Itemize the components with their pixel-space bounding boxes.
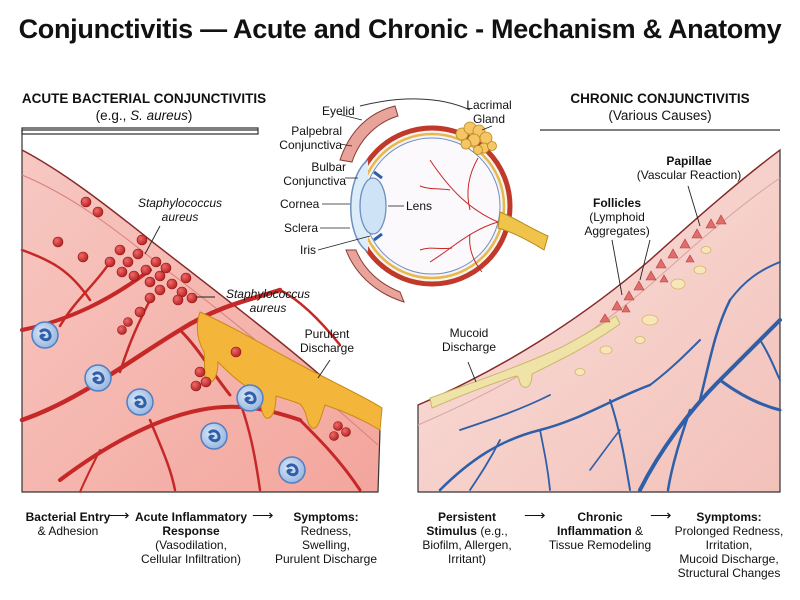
chronic-subheading: (Various Causes) (608, 108, 712, 123)
acute-flow-arrow-2: ⟶ (252, 507, 274, 524)
page-title: Conjunctivitis — Acute and Chronic - Mec… (18, 14, 782, 44)
label-follicles: Follicles (Lymphoid Aggregates) (584, 196, 650, 238)
lacrimal-gland (455, 121, 497, 155)
label-lens: Lens (406, 199, 433, 213)
label-bulbar-conjunctiva: Bulbar Conjunctiva (283, 160, 346, 188)
mucoid-discharge (429, 315, 621, 409)
chronic-heading: CHRONIC CONJUNCTIVITIS (570, 91, 750, 106)
acute-subheading: (e.g., S. aureus) (95, 108, 193, 123)
label-sclera: Sclera (284, 221, 319, 235)
acute-heading-block: ACUTE BACTERIAL CONJUNCTIVITIS (e.g., S.… (18, 90, 270, 124)
label-staphylococcus-2: Staphylococcus aureus (225, 287, 311, 315)
acute-flow-step-3: Symptoms: Redness, Swelling, Purulent Di… (274, 510, 378, 566)
label-purulent-discharge: Purulent Discharge (299, 327, 355, 355)
staphylococcus-bacteria (52, 196, 351, 441)
acute-tissue-panel (19, 127, 383, 493)
acute-heading: ACUTE BACTERIAL CONJUNCTIVITIS (21, 91, 267, 106)
chronic-flow-arrow-2: ⟶ (650, 507, 672, 524)
acute-flow-arrow-1: ⟶ (108, 507, 130, 524)
eye-cross-section (317, 98, 549, 303)
chronic-blood-vessels (438, 261, 782, 492)
label-eyelid: Eyelid (322, 104, 355, 118)
label-cornea: Cornea (280, 197, 320, 211)
label-mucoid-discharge: Mucoid Discharge (441, 326, 497, 354)
chronic-heading-block: CHRONIC CONJUNCTIVITIS (Various Causes) (545, 90, 775, 124)
chronic-tissue-panel (417, 129, 782, 493)
label-iris: Iris (300, 243, 316, 257)
label-papillae: Papillae (Vascular Reaction) (636, 154, 742, 182)
chronic-flow-step-3: Symptoms: Prolonged Redness, Irritation,… (674, 510, 784, 580)
acute-flow-step-2: Acute Inflammatory Response (Vasodilatio… (134, 510, 248, 566)
label-palpebral-conjunctiva: Palpebral Conjunctiva (279, 124, 342, 152)
chronic-flow-arrow-1: ⟶ (524, 507, 546, 524)
acute-flow-step-1: Bacterial Entry & Adhesion (25, 510, 111, 538)
label-staphylococcus-1: Staphylococcus aureus (137, 196, 223, 224)
follicles-papillae (574, 214, 727, 376)
neutrophil-cells (31, 321, 306, 484)
chronic-flow-step-2: Chronic Inflammation & Tissue Remodeling (548, 510, 652, 552)
label-lacrimal-gland: Lacrimal Gland (466, 98, 512, 126)
chronic-flow-step-1: Persistent Stimulus (e.g., Biofilm, Alle… (422, 510, 512, 566)
